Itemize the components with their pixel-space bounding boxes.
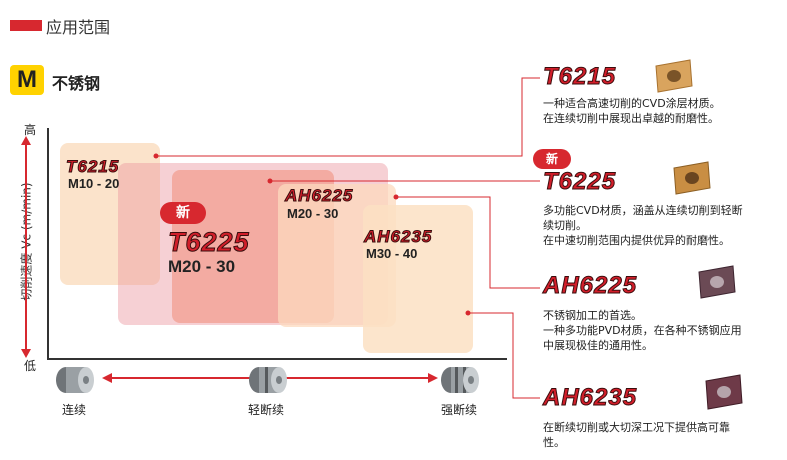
grade-desc-ah6235: 在断续切削或大切深工况下提供高可靠 性。 [543, 421, 730, 449]
grade-desc-t6225: 多功能CVD材质，涵盖从连续切削到轻断 续切削。 在中速切削范围内提供优异的耐磨… [543, 204, 743, 247]
grade-name-t6215: T6215 [542, 63, 617, 91]
zone-label-t6215: T6215 [65, 157, 120, 177]
grade-name-ah6225: AH6225 [542, 272, 638, 300]
t6225-insert-icon [673, 161, 711, 195]
x-axis-line [47, 358, 507, 360]
zone-label-t6225: T6225 [168, 227, 250, 258]
y-axis-line [47, 128, 49, 360]
x-label-heavy-interrupted: 强断续 [441, 403, 478, 417]
zone-range-ah6235: M30 - 40 [366, 246, 418, 261]
zone-ah6235 [363, 205, 473, 353]
material-label: 不锈钢 [52, 74, 101, 93]
section-title: 应用范围 [46, 18, 111, 37]
continuous-cut-workpiece-icon [56, 367, 94, 393]
zone-range-t6215: M10 - 20 [68, 176, 120, 191]
x-label-continuous: 连续 [62, 403, 87, 417]
new-badge-t6225: 新 [533, 149, 571, 169]
zone-t6215 [60, 143, 160, 285]
zone-label-ah6235: AH6235 [363, 227, 433, 247]
new-badge-zone: 新 [160, 202, 206, 224]
light-interrupted-cut-workpiece-icon [249, 367, 287, 393]
x-label-light-interrupted: 轻断续 [248, 403, 285, 417]
grade-name-ah6235: AH6235 [542, 384, 638, 412]
ah6235-insert-icon [705, 374, 743, 410]
zone-label-ah6225: AH6225 [284, 186, 354, 206]
t6215-insert-icon [655, 59, 693, 93]
material-badge: M [10, 65, 44, 95]
ah6225-insert-icon [698, 265, 736, 299]
zone-range-t6225: M20 - 30 [168, 257, 236, 276]
grade-desc-ah6225: 不锈钢加工的首选。 一种多功能PVD材质，在各种不锈钢应用 中展现极佳的通用性。 [543, 309, 742, 352]
grade-name-t6225: T6225 [542, 168, 617, 196]
y-axis-low-label: 低 [24, 359, 37, 373]
y-axis-high-label: 高 [24, 123, 37, 137]
heavy-interrupted-cut-workpiece-icon [441, 367, 479, 393]
zone-range-ah6225: M20 - 30 [287, 206, 339, 221]
grade-desc-t6215: 一种适合高速切削的CVD涂层材质。 在连续切削中展现出卓越的耐磨性。 [543, 97, 721, 125]
section-marker [10, 20, 42, 31]
y-arrow [21, 136, 31, 358]
